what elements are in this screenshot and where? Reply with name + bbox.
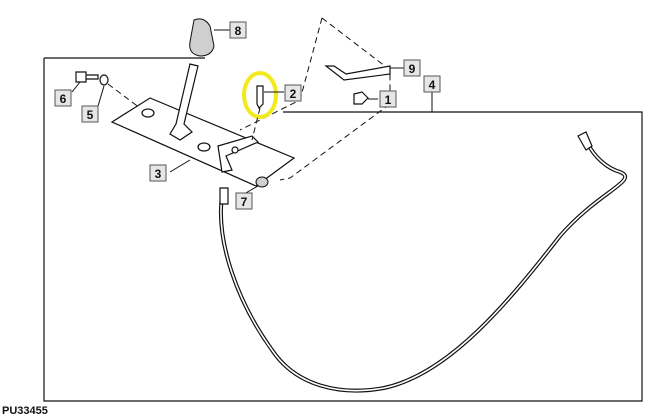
callout-4[interactable]: 4 [423, 75, 441, 93]
callout-6[interactable]: 6 [54, 89, 72, 107]
plate-hole [141, 108, 155, 118]
svg-text:3: 3 [155, 167, 162, 181]
bracket-bolt-head [231, 146, 239, 154]
callout-7[interactable]: 7 [235, 192, 253, 210]
nut-part-1 [353, 91, 369, 105]
leader-6 [71, 81, 81, 93]
cable-end-fitting [219, 187, 229, 205]
svg-text:1: 1 [385, 93, 392, 107]
cable-assembly [218, 142, 628, 393]
callout-5[interactable]: 5 [81, 105, 99, 123]
plate-hole [197, 142, 211, 152]
nut-part-7 [255, 176, 269, 188]
callout-9[interactable]: 9 [403, 59, 421, 77]
callout-1[interactable]: 1 [379, 90, 397, 108]
svg-text:8: 8 [235, 24, 242, 38]
svg-text:4: 4 [429, 78, 436, 92]
lever-bracket [217, 135, 260, 173]
svg-text:2: 2 [290, 87, 297, 101]
assembly-frame [43, 57, 643, 402]
cable-end-clip [577, 131, 593, 151]
svg-text:5: 5 [87, 108, 94, 122]
callout-2[interactable]: 2 [284, 84, 302, 102]
bolt-part-6 [75, 71, 99, 83]
upper-bracket [324, 65, 391, 81]
cable-inner [220, 143, 626, 392]
callout-8[interactable]: 8 [229, 21, 247, 39]
callout-3[interactable]: 3 [149, 164, 167, 182]
figure-id: PU33455 [2, 405, 48, 417]
bolt-part-2 [256, 85, 264, 110]
leader-3 [169, 159, 191, 173]
washer-part-5 [99, 74, 109, 86]
leader-5 [97, 85, 105, 107]
svg-text:6: 6 [60, 92, 67, 106]
svg-text:9: 9 [409, 62, 416, 76]
knob [189, 18, 215, 57]
bolt-2-axis [251, 107, 261, 141]
svg-text:7: 7 [241, 195, 248, 209]
bolt-6-axis [107, 83, 141, 109]
shift-lever [169, 63, 199, 141]
highlight-ring [242, 71, 278, 119]
bracket-plate [110, 97, 296, 187]
